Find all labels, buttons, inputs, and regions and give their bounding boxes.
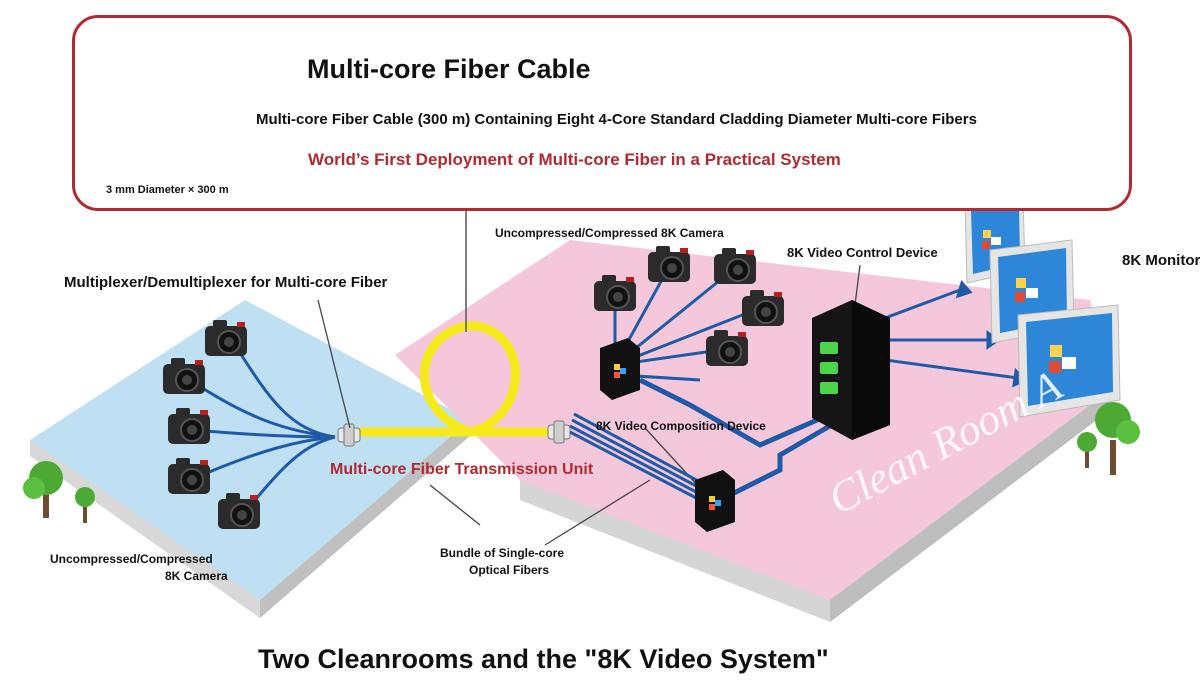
- camera-left-label-line1: Uncompressed/Compressed: [50, 552, 213, 566]
- callout-subtitle: Multi-core Fiber Cable (300 m) Containin…: [256, 111, 977, 128]
- mux-label: Multiplexer/Demultiplexer for Multi-core…: [64, 274, 388, 291]
- room-b-fiber-lines: [189, 344, 336, 513]
- diameter-label: 3 mm Diameter × 300 m: [106, 184, 229, 196]
- room-a-main-links: [638, 377, 842, 498]
- tree-icon-right: [1077, 402, 1140, 475]
- mux-connector-left: [337, 423, 361, 447]
- camera-icon-a3: [713, 247, 757, 285]
- figure-caption: Two Cleanrooms and the "8K Video System": [258, 644, 829, 674]
- control-device-label: 8K Video Control Device: [787, 245, 938, 260]
- composition-device-label: 8K Video Composition Device: [596, 419, 766, 433]
- bundle-label-line1: Bundle of Single-core: [440, 546, 565, 560]
- transmission-pointer-line: [429, 484, 481, 526]
- bundle-pointer-line: [544, 479, 651, 546]
- clean-room-a-side-right: [830, 390, 1110, 622]
- tree-icon-left: [23, 461, 95, 523]
- control-to-monitor-arrows: [884, 280, 1028, 388]
- monitor-3: [1017, 304, 1121, 418]
- transmission-unit-label: Multi-core Fiber Transmission Unit: [330, 461, 594, 478]
- monitor-label: 8K Monitor: [1122, 252, 1200, 269]
- bundle-label-line2: Optical Fibers: [469, 563, 550, 577]
- camera-top-label: Uncompressed/Compressed 8K Camera: [495, 226, 724, 240]
- callout-highlight: World’s First Deployment of Multi-core F…: [308, 150, 841, 169]
- callout-title: Multi-core Fiber Cable: [307, 54, 591, 84]
- multicore-cable: [355, 321, 553, 437]
- control-rack: [812, 300, 890, 440]
- multicore-cable-callout: [72, 15, 1132, 211]
- clean-room-b-floor: [30, 300, 470, 600]
- clean-room-a-side-left: [520, 480, 830, 622]
- control-pointer-line: [854, 264, 861, 306]
- mux-connector-right: [547, 420, 571, 444]
- composition-device-2: [695, 470, 735, 532]
- composition-device-1: [600, 338, 640, 400]
- camera-left-label-line2: 8K Camera: [165, 569, 228, 583]
- clean-room-b-side-left: [30, 440, 260, 618]
- clean-room-b-side-right: [260, 420, 470, 618]
- room-a-bundle: [569, 412, 701, 502]
- clean-room-a-floor: [395, 240, 1110, 600]
- mux-pointer-line: [317, 299, 351, 429]
